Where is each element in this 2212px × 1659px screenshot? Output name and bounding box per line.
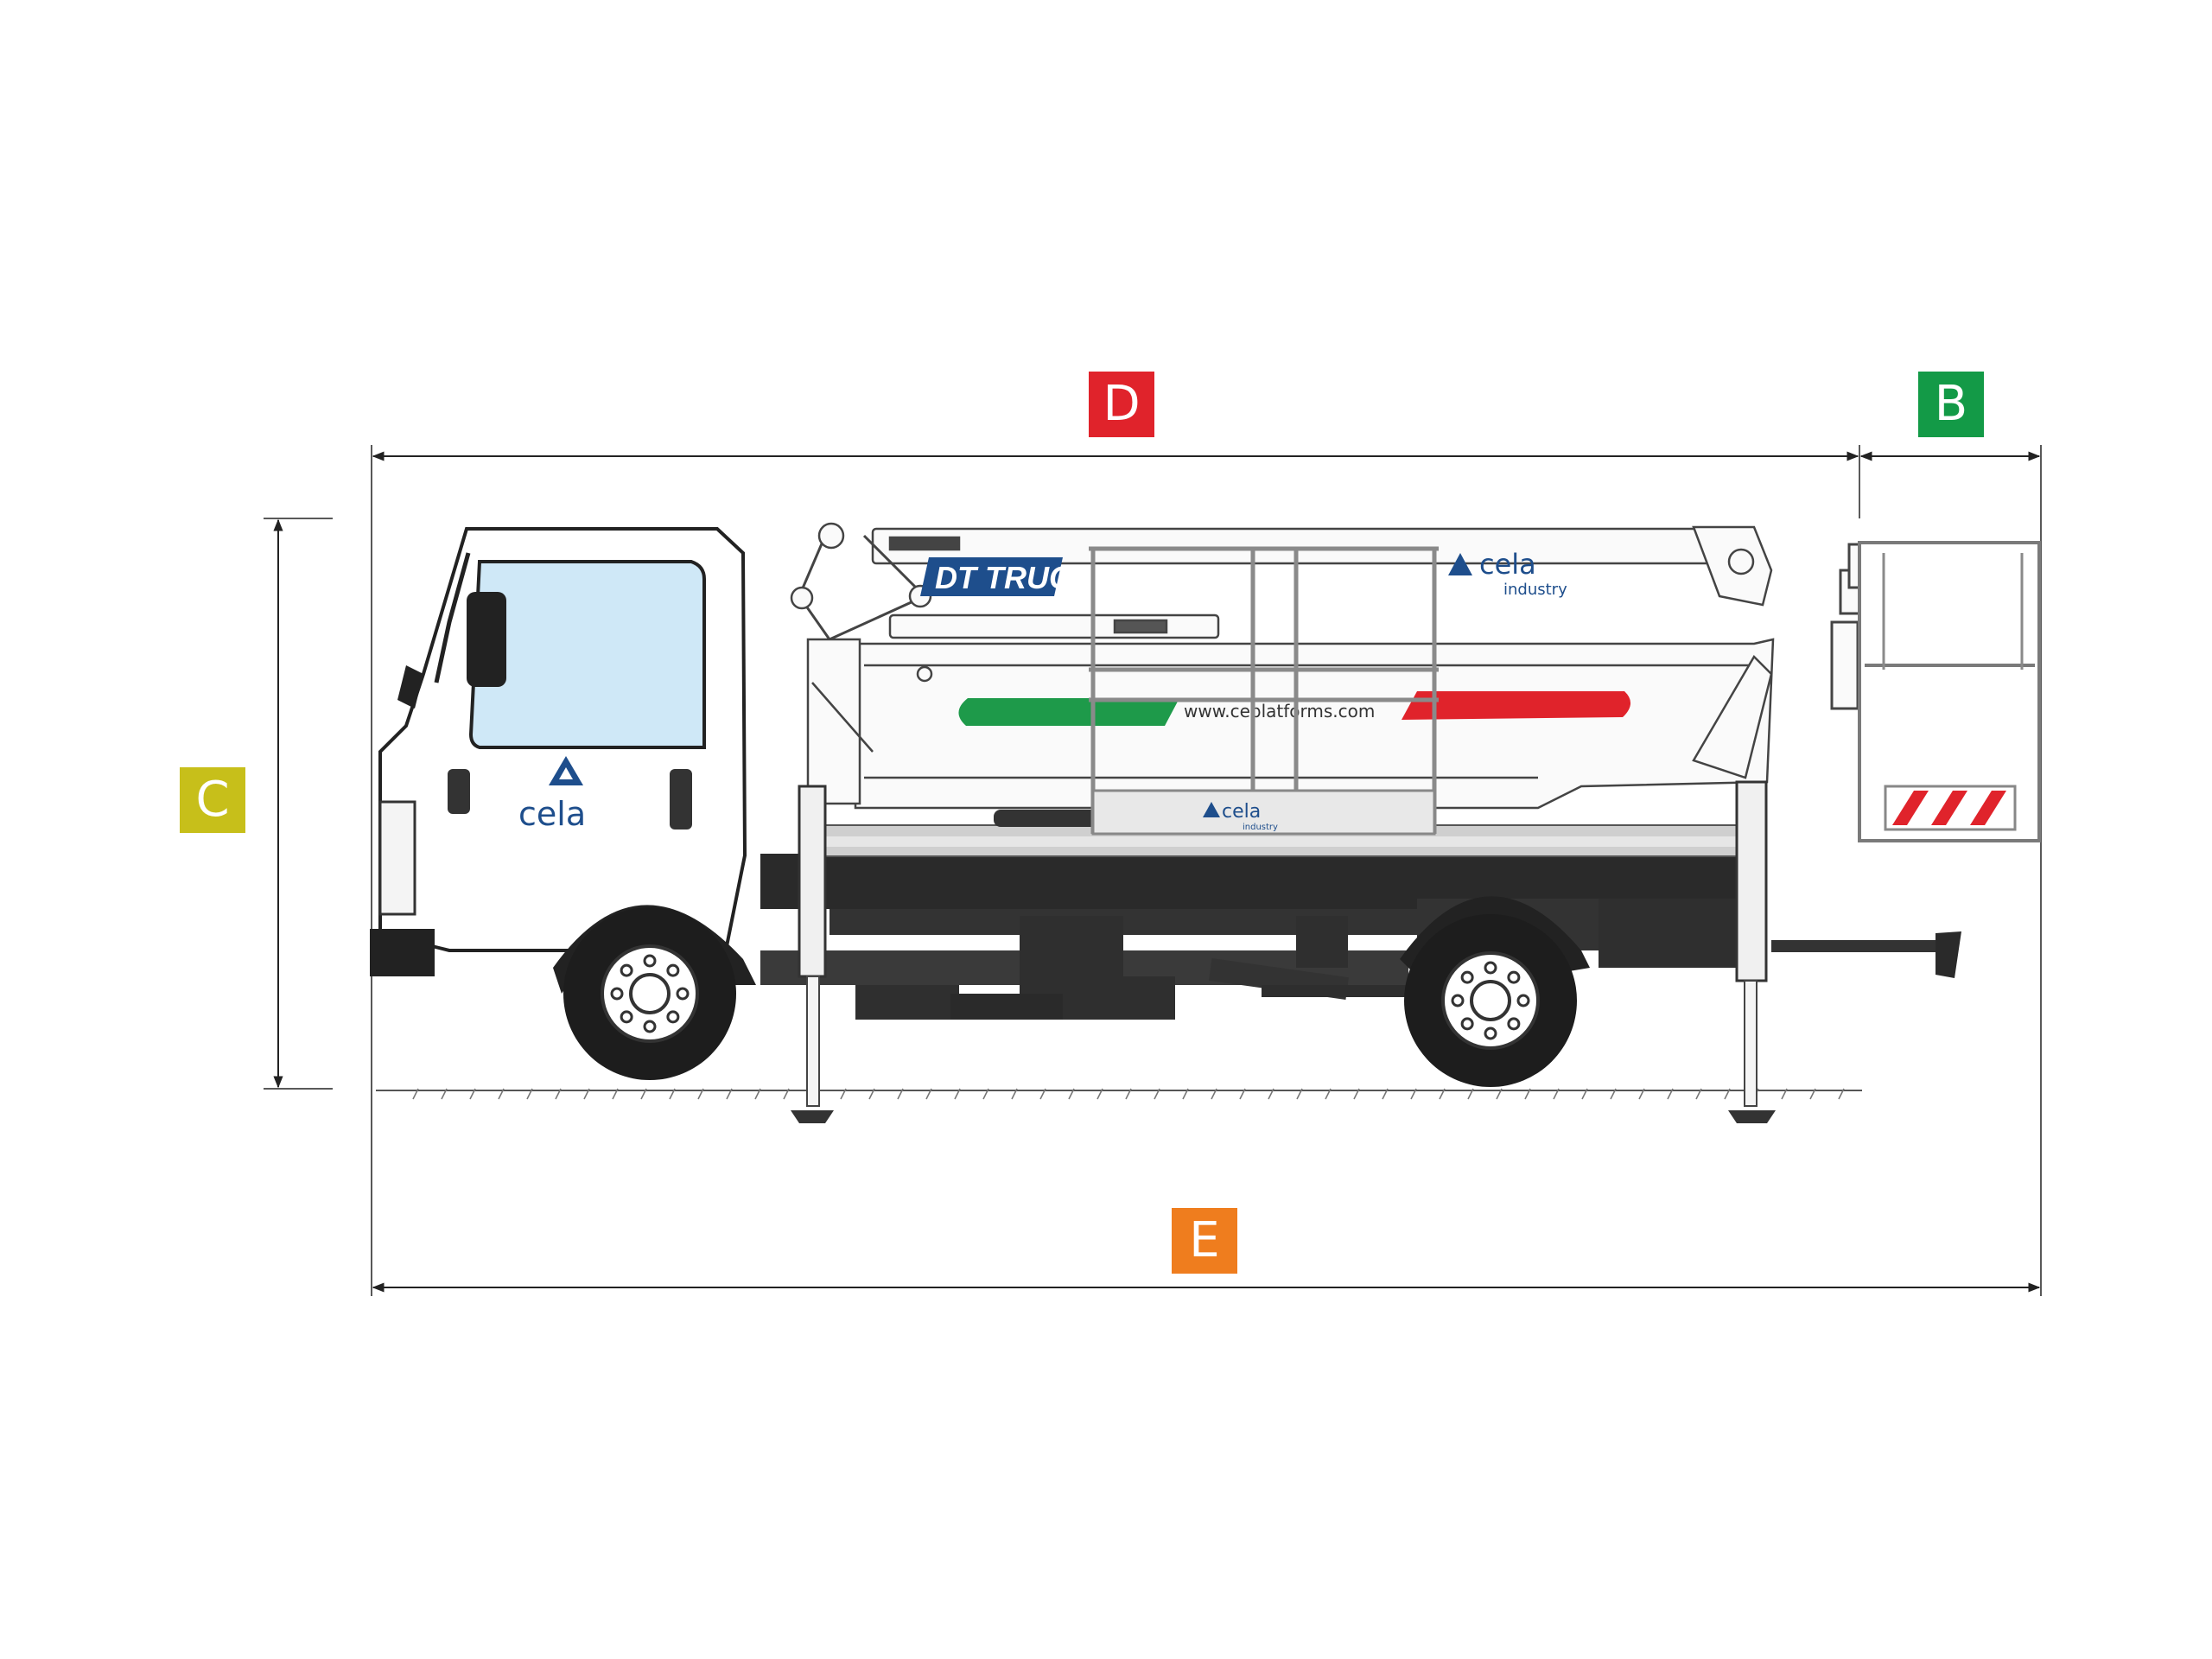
ground-hatch-mark (1182, 1088, 1189, 1100)
cage-brand-text: cela (1222, 801, 1261, 823)
ground-hatch-mark (868, 1088, 875, 1100)
deck-guard-rail (1089, 546, 1439, 834)
ground-hatch-mark (555, 1088, 562, 1100)
wheel-lug-nut (620, 1010, 633, 1024)
ground-hatch-mark (954, 1088, 961, 1100)
chassis (760, 854, 1961, 1020)
ground-hatch-mark (583, 1088, 590, 1100)
basket (1830, 541, 2041, 842)
ground-hatch-mark (1610, 1088, 1617, 1100)
boom-brand-logo: cela industry (1448, 548, 1567, 599)
wheel-lug-nut (666, 1010, 680, 1024)
ground-hatch-mark (925, 1088, 932, 1100)
cage-brand-sub: industry (1243, 823, 1278, 832)
ground-hatch-mark (1154, 1088, 1160, 1100)
boom-website-text: www.ceplatforms.com (1184, 701, 1375, 721)
cab: cela (370, 527, 747, 976)
cab-brand-text: cela (518, 795, 586, 833)
boom-model-text: DT TRUCK 22 (935, 560, 1137, 595)
ground-hatch-mark (412, 1088, 419, 1100)
ground-hatch-mark (1781, 1088, 1788, 1100)
dimension-label-e: E (1172, 1208, 1237, 1274)
ground-hatch-mark (754, 1088, 761, 1100)
ground-hatch-mark (1096, 1088, 1103, 1100)
ground-hatch-mark (1296, 1088, 1303, 1100)
wheel-lug-nut (1484, 1027, 1497, 1040)
ground-hatch-mark (498, 1088, 505, 1100)
ground-hatch-mark (1524, 1088, 1531, 1100)
ground-hatch-mark (469, 1088, 476, 1100)
ground-hatch-mark (1268, 1088, 1274, 1100)
ground-hatch-mark (1011, 1088, 1018, 1100)
ground-hatch-mark (640, 1088, 647, 1100)
wheel-lug-nut (1516, 994, 1530, 1007)
wheel-lug-nut (643, 954, 657, 968)
wheel-lug-nut (1451, 994, 1465, 1007)
ground-hatch-mark (840, 1088, 847, 1100)
ground-hatch-mark (897, 1088, 904, 1100)
wheel-lug-nut (1484, 961, 1497, 975)
ground-hatch-mark (1211, 1088, 1217, 1100)
ground-hatch-mark (612, 1088, 619, 1100)
ground-hatch-mark (441, 1088, 448, 1100)
wheel-lug-nut (676, 987, 690, 1001)
wheel-lug-nut (620, 963, 633, 977)
ground-hatch-mark (1068, 1088, 1075, 1100)
wheel-lug-nut (610, 987, 624, 1001)
ground-hatch-mark (1467, 1088, 1474, 1100)
ground-hatch-mark (726, 1088, 733, 1100)
boom-brand-sub: industry (1503, 581, 1567, 599)
wheel-lug-nut (1507, 1017, 1521, 1031)
boom-model-badge: DT TRUCK 22 (920, 557, 1137, 596)
ground-hatch-mark (1439, 1088, 1446, 1100)
ground-hatch-mark (526, 1088, 533, 1100)
ground-hatch-mark (1724, 1088, 1731, 1100)
deck-cage-panel: cela industry (1091, 789, 1436, 836)
ground-hatch-mark (1809, 1088, 1816, 1100)
ground-hatch-mark (1581, 1088, 1588, 1100)
ground-hatch-mark (1039, 1088, 1046, 1100)
ground-hatch-mark (669, 1088, 676, 1100)
ground-hatch-mark (1553, 1088, 1560, 1100)
ground-hatch-mark (1838, 1088, 1845, 1100)
dimension-label-b: B (1918, 372, 1984, 437)
ground-hatch-mark (783, 1088, 790, 1100)
ground-hatch-mark (1667, 1088, 1674, 1100)
front-outrigger (791, 785, 834, 1123)
ground-hatch-mark (1410, 1088, 1417, 1100)
rear-outrigger (1728, 780, 1776, 1123)
dimension-label-d: D (1089, 372, 1154, 437)
ground-hatch-mark (982, 1088, 989, 1100)
boom-brand-text: cela (1479, 548, 1536, 581)
wheel-lug-nut (643, 1020, 657, 1033)
wheel-lug-nut (1460, 970, 1474, 984)
ground-hatch-mark (1125, 1088, 1132, 1100)
front-wheel (563, 907, 736, 1080)
dimension-label-c: C (180, 767, 245, 833)
ground-hatch-mark (1638, 1088, 1645, 1100)
ground-hatch-mark (1353, 1088, 1360, 1100)
wheel-lug-nut (666, 963, 680, 977)
wheel-lug-nut (1460, 1017, 1474, 1031)
boom-stripes (958, 691, 1631, 726)
ground-hatch-mark (1382, 1088, 1389, 1100)
boom (790, 522, 1775, 810)
ground-hatch-mark (697, 1088, 704, 1100)
ground-hatch-mark (1325, 1088, 1332, 1100)
ground-hatch-mark (1695, 1088, 1702, 1100)
ground-hatch-mark (1496, 1088, 1503, 1100)
ground-hatch-mark (1239, 1088, 1246, 1100)
wheel-lug-nut (1507, 970, 1521, 984)
rear-wheel (1404, 914, 1577, 1087)
